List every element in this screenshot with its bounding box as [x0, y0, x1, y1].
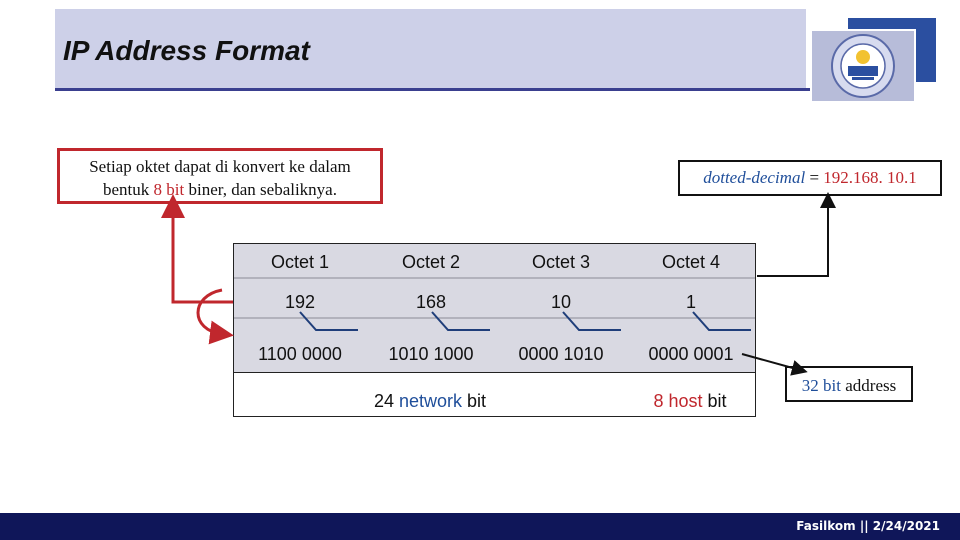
red-connector-arrow [161, 194, 233, 304]
network-bits-label: 24 network bit [290, 391, 570, 412]
octet-2-label: Octet 2 [401, 252, 461, 272]
octet-2-decimal: 168 [415, 292, 447, 312]
octet-3-binary: 0000 1010 [518, 344, 604, 364]
host-bits-label: 8 host bit [620, 391, 760, 412]
equals-sign: = [805, 168, 824, 187]
bit-allocation-row [233, 372, 756, 417]
conversion-curve-arrow [196, 288, 234, 345]
footer-text: Fasilkom || 2/24/2021 [796, 519, 940, 533]
octet-4-binary: 0000 0001 [648, 344, 734, 364]
octet-1-decimal: 192 [284, 292, 316, 312]
callout-highlight: 8 bit [153, 180, 185, 199]
network-word: network [398, 391, 463, 411]
title-underline [55, 88, 815, 91]
dotted-decimal-connector [757, 192, 836, 277]
host-word: host [668, 391, 703, 411]
binary-conversion-callout: Setiap oktet dapat di konvert ke dalam b… [57, 148, 383, 204]
octet-4-label: Octet 4 [661, 252, 721, 272]
callout-text: bentuk [103, 180, 154, 199]
octet-1-label: Octet 1 [270, 252, 330, 272]
bit-count-highlight: 32 bit [801, 376, 841, 395]
host-suffix: bit [702, 391, 727, 411]
32-bit-address-callout: 32 bit address [785, 366, 913, 402]
dotted-decimal-term: dotted-decimal [703, 168, 806, 187]
university-logo-icon [812, 31, 914, 101]
octet-3-decimal: 10 [550, 292, 572, 312]
host-bit-count: 8 [653, 391, 669, 411]
address-word: address [840, 376, 897, 395]
dotted-decimal-callout: dotted-decimal = 192.168. 10.1 [678, 160, 942, 196]
network-suffix: bit [462, 391, 487, 411]
callout-line-1: Setiap oktet dapat di konvert ke dalam [89, 157, 351, 176]
callout-text-end: biner, dan sebaliknya. [184, 180, 337, 199]
dotted-decimal-value: 192.168. 10.1 [823, 168, 917, 187]
octet-1-binary: 1100 0000 [258, 344, 342, 364]
octet-3-label: Octet 3 [531, 252, 591, 272]
footer-bar: Fasilkom || 2/24/2021 [0, 513, 960, 540]
slide-title: IP Address Format [63, 35, 310, 66]
octet-2-binary: 1010 1000 [388, 344, 474, 364]
network-bit-count: 24 [373, 391, 399, 411]
title-band [55, 9, 806, 89]
callout-line-2: bentuk 8 bit biner, dan sebaliknya. [60, 178, 380, 201]
octet-4-decimal: 1 [685, 292, 696, 312]
